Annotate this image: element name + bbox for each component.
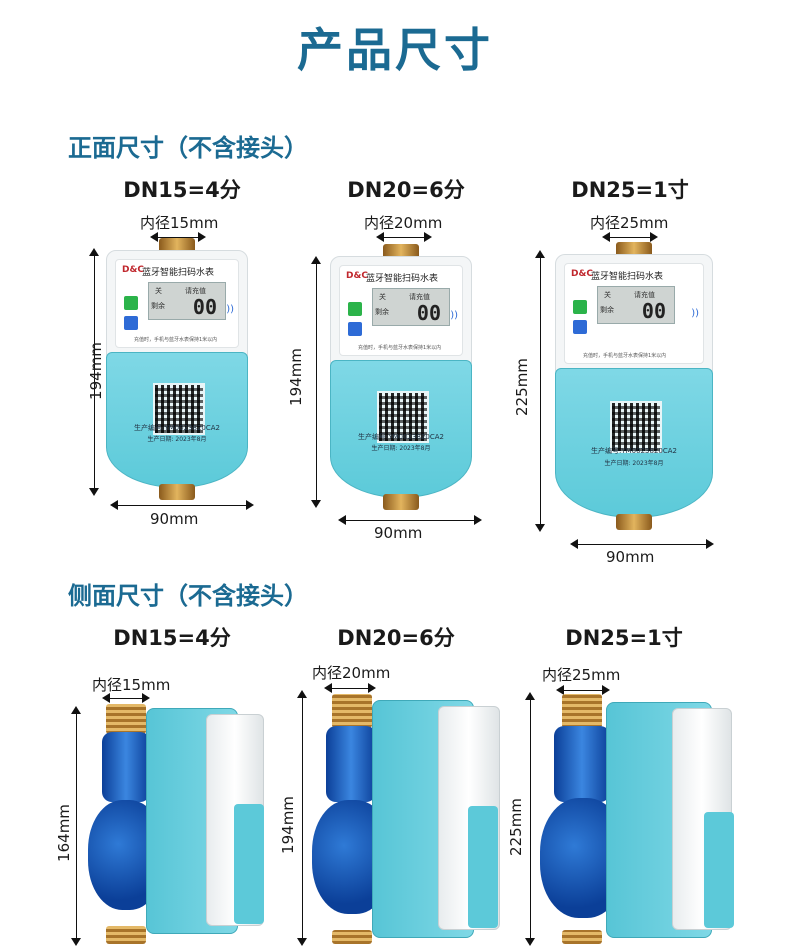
wechat-icon xyxy=(573,300,587,314)
meter-brand: D&C xyxy=(122,265,144,275)
page-title: 产品尺寸 xyxy=(297,23,493,77)
side-inner-arrow-dn15 xyxy=(102,693,150,703)
front-inner-arrow-dn20 xyxy=(376,232,432,242)
front-height-dn15: 194mm xyxy=(87,342,105,400)
front-height-dn20: 194mm xyxy=(287,348,305,406)
side-model-dn15: DN15=4分 xyxy=(113,626,231,650)
meter-serial: 生产编号:YM0023820CA2 xyxy=(358,432,444,441)
side-inner-diameter-dn25: 内径25mm xyxy=(542,666,621,684)
meter-lcd: 关 请充值 剩余 00 xyxy=(597,286,675,324)
lcd-digits: 00 xyxy=(641,299,666,323)
front-height-dn25: 225mm xyxy=(513,358,531,416)
front-width-dn20: 90mm xyxy=(374,524,423,542)
meter-date: 生产日期: 2023年8月 xyxy=(371,444,431,452)
side-height-dn25: 225mm xyxy=(507,798,525,856)
side-height-arrow-dn25 xyxy=(525,692,535,946)
lcd-label: 关 xyxy=(155,287,162,295)
meter-lcd: 关 请充值 剩余 00 xyxy=(148,282,226,320)
side-meter-dn20 xyxy=(312,694,502,944)
lcd-label: 剩余 xyxy=(151,302,165,310)
meter-serial: 生产编号:YM0023820CA2 xyxy=(134,423,220,432)
front-inner-arrow-dn25 xyxy=(602,232,658,242)
front-width-arrow-dn25 xyxy=(570,539,714,549)
bluetooth-icon: )) xyxy=(691,308,699,319)
front-meter-dn15: D&C 蓝牙智能扫码水表 关 请充值 剩余 00 )) 充值时，手机与蓝牙水表保… xyxy=(106,238,248,500)
meter-date: 生产日期: 2023年8月 xyxy=(604,459,664,467)
lcd-label: 关 xyxy=(604,291,611,299)
lcd-digits: 00 xyxy=(416,301,441,325)
front-section-title: 正面尺寸（不含接头） xyxy=(68,134,308,162)
lcd-digits: 00 xyxy=(192,295,217,319)
side-inner-diameter-dn20: 内径20mm xyxy=(312,664,391,682)
lcd-label: 请充值 xyxy=(409,293,430,301)
front-meter-dn20: D&C 蓝牙智能扫码水表 关 请充值 剩余 00 )) 充值时，手机与蓝牙水表保… xyxy=(330,244,472,510)
meter-product-name: 蓝牙智能扫码水表 xyxy=(591,272,664,282)
alipay-icon xyxy=(348,322,362,336)
side-inner-arrow-dn25 xyxy=(556,685,610,695)
front-model-dn25: DN25=1寸 xyxy=(571,178,689,202)
meter-body: 生产编号:YM0023820CA2 生产日期: 2023年8月 xyxy=(106,352,248,488)
meter-product-name: 蓝牙智能扫码水表 xyxy=(366,274,439,284)
meter-brand: D&C xyxy=(571,269,593,279)
front-height-arrow-dn20 xyxy=(311,256,321,508)
side-inner-arrow-dn20 xyxy=(324,683,376,693)
wechat-icon xyxy=(348,302,362,316)
wechat-icon xyxy=(124,296,138,310)
side-height-arrow-dn15 xyxy=(71,706,81,946)
side-model-dn20: DN20=6分 xyxy=(337,626,455,650)
qr-code-icon xyxy=(153,382,205,435)
front-inner-diameter-dn25: 内径25mm xyxy=(590,214,669,232)
alipay-icon xyxy=(124,316,138,330)
meter-brand: D&C xyxy=(346,271,368,281)
meter-serial: 生产编号:YM0023820CA2 xyxy=(591,446,677,455)
side-height-arrow-dn20 xyxy=(297,690,307,946)
front-inner-diameter-dn15: 内径15mm xyxy=(140,214,219,232)
alipay-icon xyxy=(573,320,587,334)
side-model-dn25: DN25=1寸 xyxy=(565,626,683,650)
qr-code-icon xyxy=(377,390,429,443)
meter-note: 充值时，手机与蓝牙水表保持1米以内 xyxy=(134,337,218,344)
side-section-title: 侧面尺寸（不含接头） xyxy=(68,582,308,610)
meter-note: 充值时，手机与蓝牙水表保持1米以内 xyxy=(583,352,667,359)
meter-lcd: 关 请充值 剩余 00 xyxy=(372,288,450,326)
meter-display-panel: D&C 蓝牙智能扫码水表 关 请充值 剩余 00 )) 充值时，手机与蓝牙水表保… xyxy=(106,250,248,360)
meter-product-name: 蓝牙智能扫码水表 xyxy=(142,268,215,278)
side-inner-diameter-dn15: 内径15mm xyxy=(92,676,171,694)
lcd-label: 请充值 xyxy=(185,287,206,295)
bluetooth-icon: )) xyxy=(226,304,234,315)
front-width-dn15: 90mm xyxy=(150,510,199,528)
front-height-arrow-dn15 xyxy=(89,248,99,496)
side-height-dn20: 194mm xyxy=(279,796,297,854)
front-inner-diameter-dn20: 内径20mm xyxy=(364,214,443,232)
bluetooth-icon: )) xyxy=(450,310,458,321)
front-model-dn15: DN15=4分 xyxy=(123,178,241,202)
side-meter-dn25 xyxy=(540,694,740,944)
front-inner-arrow-dn15 xyxy=(150,232,206,242)
lcd-label: 关 xyxy=(379,293,386,301)
front-model-dn20: DN20=6分 xyxy=(347,178,465,202)
front-width-arrow-dn20 xyxy=(338,515,482,525)
meter-date: 生产日期: 2023年8月 xyxy=(147,435,207,443)
side-height-dn15: 164mm xyxy=(55,804,73,862)
front-meter-dn25: D&C 蓝牙智能扫码水表 关 请充值 剩余 00 )) 充值时，手机与蓝牙水表保… xyxy=(555,242,713,530)
lcd-label: 剩余 xyxy=(375,308,389,316)
front-height-arrow-dn25 xyxy=(535,250,545,532)
lcd-label: 请充值 xyxy=(634,291,655,299)
front-width-arrow-dn15 xyxy=(110,500,254,510)
meter-note: 充值时，手机与蓝牙水表保持1米以内 xyxy=(358,344,442,351)
front-width-dn25: 90mm xyxy=(606,548,655,566)
side-meter-dn15 xyxy=(88,704,268,944)
lcd-label: 剩余 xyxy=(600,306,614,314)
qr-code-icon xyxy=(610,401,662,454)
